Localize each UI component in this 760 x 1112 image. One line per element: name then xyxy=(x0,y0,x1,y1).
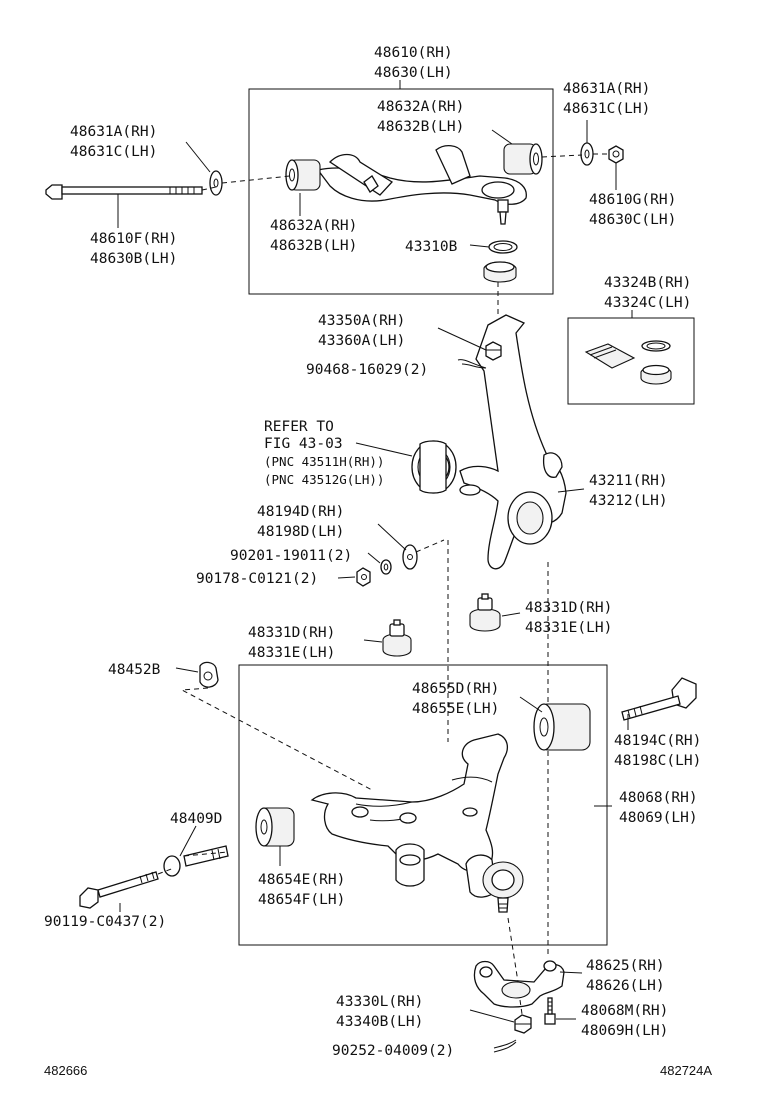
bump-stopper-left xyxy=(382,619,412,657)
label-bumper-l-rh: 48331D(RH) xyxy=(248,625,335,641)
upper-control-arm xyxy=(316,145,527,205)
label-bumper-r-lh: 48331E(LH) xyxy=(525,620,612,636)
label-upper-arm-lh: 48630(LH) xyxy=(374,65,453,81)
label-boot-kit-rh: 43324B(RH) xyxy=(604,275,691,291)
label-ball-joint-rh: 48625(RH) xyxy=(586,958,665,974)
label-stopper: 48452B xyxy=(108,662,161,678)
label-ball-joint-lh: 48626(LH) xyxy=(586,978,665,994)
label-bush-lower-front-rh: 48655D(RH) xyxy=(412,681,499,697)
label-knuckle-nut-lh: 43360A(LH) xyxy=(318,333,405,349)
leader-lines xyxy=(117,80,633,1023)
label-nut-upper-rh: 48610G(RH) xyxy=(589,192,676,208)
label-bolt-lower-r-rh: 48194C(RH) xyxy=(614,733,701,749)
knuckle-nut xyxy=(485,341,502,361)
steering-knuckle xyxy=(459,314,567,570)
lower-ball-joint xyxy=(473,960,565,1008)
label-bush-upper-r-rh: 48632A(RH) xyxy=(377,99,464,115)
label-bush-lower-front-lh: 48655E(LH) xyxy=(412,701,499,717)
label-bolt-upper-lh: 48630B(LH) xyxy=(90,251,177,267)
lower-bolt-right xyxy=(621,677,697,721)
stopper-48452b xyxy=(199,661,219,688)
upper-ball-stud xyxy=(497,199,509,225)
bump-stopper-right xyxy=(469,593,501,632)
label-bush-lower-rear-lh: 48654F(LH) xyxy=(258,892,345,908)
label-refer-1: REFER TO xyxy=(264,419,334,435)
small-nut xyxy=(356,567,371,587)
label-washer-small: 90201-19011(2) xyxy=(230,548,352,564)
label-bumper-r-rh: 48331D(RH) xyxy=(525,600,612,616)
label-cotter-pin-lower: 90252-04009(2) xyxy=(332,1043,454,1059)
label-bolt-lower-left: 90119-C0437(2) xyxy=(44,914,166,930)
small-washer xyxy=(380,559,392,575)
label-washer-r-rh: 48631A(RH) xyxy=(563,81,650,97)
upper-arm-frame xyxy=(248,88,554,295)
footer-right-code: 482724A xyxy=(660,1063,712,1078)
cotter-pin-lower xyxy=(493,1039,517,1053)
label-nut-lower-rh: 43330L(RH) xyxy=(336,994,423,1010)
cam-bolt xyxy=(163,845,229,877)
footer-left-code: 482666 xyxy=(44,1063,87,1078)
label-refer-4: (PNC 43512G(LH)) xyxy=(264,472,384,487)
boot-kit-frame xyxy=(567,317,695,405)
lower-bushing-rear xyxy=(255,807,295,847)
label-knuckle-nut-rh: 43350A(RH) xyxy=(318,313,405,329)
label-bolt-ball-rh: 48068M(RH) xyxy=(581,1003,668,1019)
label-bumper-l-lh: 48331E(LH) xyxy=(248,645,335,661)
ball-joint-nut xyxy=(514,1014,532,1034)
hub-bearing xyxy=(411,440,457,494)
label-lower-arm-lh: 48069(LH) xyxy=(619,810,698,826)
lower-arm-frame xyxy=(238,664,608,946)
label-knuckle-rh: 43211(RH) xyxy=(589,473,668,489)
label-cam: 48409D xyxy=(170,811,222,827)
lower-ball-stud xyxy=(482,861,524,913)
ball-joint-bolt xyxy=(544,997,556,1025)
label-bush-upper-l-rh: 48632A(RH) xyxy=(270,218,357,234)
label-bush-upper-r-lh: 48632B(LH) xyxy=(377,119,464,135)
cotter-pin-upper xyxy=(457,359,487,369)
snap-ring-43310b xyxy=(488,240,518,254)
upper-washer-right xyxy=(580,142,594,166)
label-boot-kit-lh: 43324C(LH) xyxy=(604,295,691,311)
label-nut-small: 90178-C0121(2) xyxy=(196,571,318,587)
lower-bolt-left xyxy=(79,871,159,909)
label-ring-upper: 43310B xyxy=(405,239,458,255)
label-washer-l-lh: 48631C(LH) xyxy=(70,144,157,160)
cam-plate xyxy=(402,544,418,570)
upper-nut xyxy=(608,145,624,164)
lower-bushing-front xyxy=(533,703,591,751)
label-knuckle-lh: 43212(LH) xyxy=(589,493,668,509)
label-lower-arm-rh: 48068(RH) xyxy=(619,790,698,806)
label-cotter-pin-upper: 90468-16029(2) xyxy=(306,362,428,378)
upper-long-bolt xyxy=(45,184,203,200)
upper-bushing-left xyxy=(285,159,321,191)
label-refer-2: FIG 43-03 xyxy=(264,436,343,452)
lower-control-arm xyxy=(310,733,509,898)
label-bush-upper-l-lh: 48632B(LH) xyxy=(270,238,357,254)
upper-washer-left xyxy=(209,170,223,196)
label-bolt-ball-lh: 48069H(LH) xyxy=(581,1023,668,1039)
label-bolt-lower-r-lh: 48198C(LH) xyxy=(614,753,701,769)
boot-kit-parts xyxy=(584,340,672,385)
label-nut-lower-lh: 43340B(LH) xyxy=(336,1014,423,1030)
label-washer-r-lh: 48631C(LH) xyxy=(563,101,650,117)
label-cam-plate-rh: 48194D(RH) xyxy=(257,504,344,520)
label-washer-l-rh: 48631A(RH) xyxy=(70,124,157,140)
label-cam-plate-lh: 48198D(LH) xyxy=(257,524,344,540)
upper-boot xyxy=(483,261,517,283)
upper-bushing-right xyxy=(503,143,543,175)
label-refer-3: (PNC 43511H(RH)) xyxy=(264,454,384,469)
label-bolt-upper-rh: 48610F(RH) xyxy=(90,231,177,247)
label-bush-lower-rear-rh: 48654E(RH) xyxy=(258,872,345,888)
label-nut-upper-lh: 48630C(LH) xyxy=(589,212,676,228)
label-upper-arm-rh: 48610(RH) xyxy=(374,45,453,61)
